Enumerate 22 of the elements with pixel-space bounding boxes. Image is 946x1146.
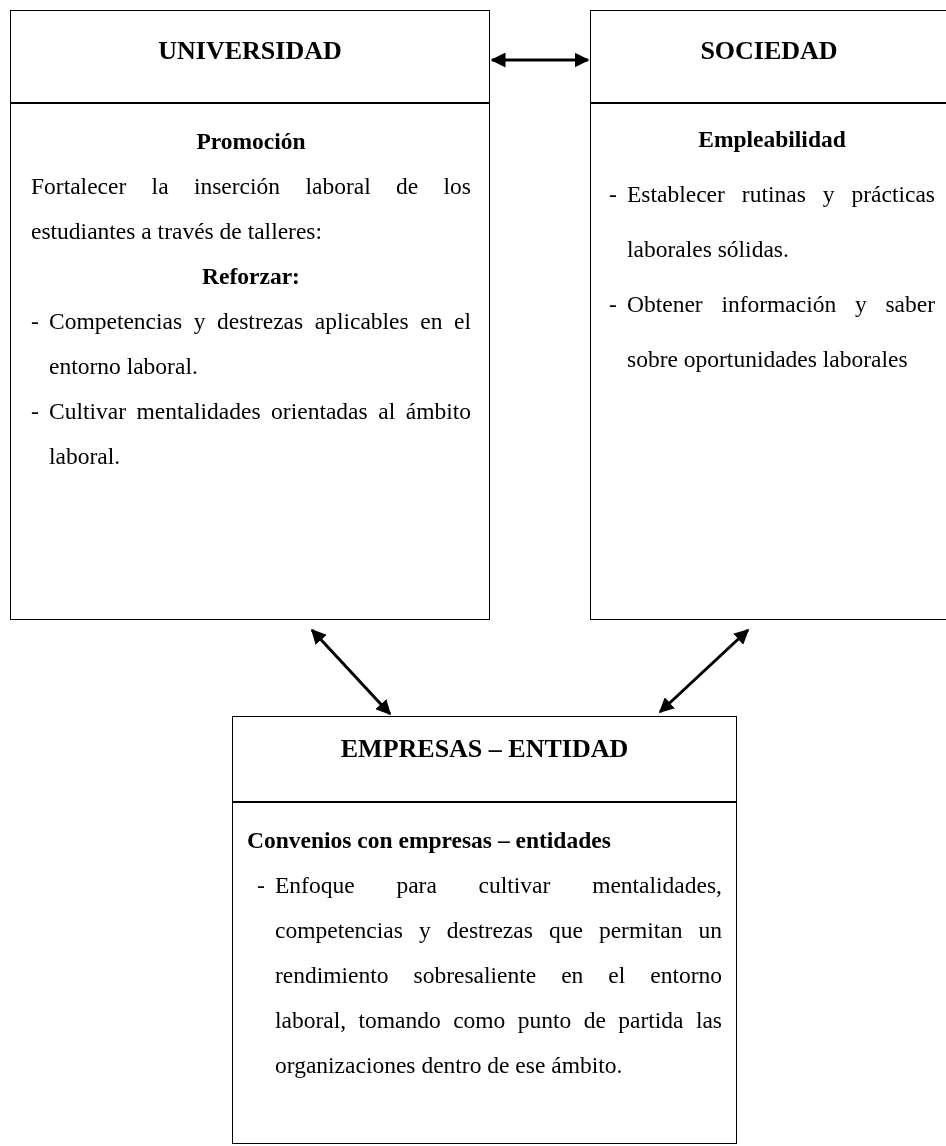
double-arrow bbox=[658, 628, 750, 714]
box-title: EMPRESAS – ENTIDAD bbox=[339, 733, 630, 765]
section-heading: Promoción bbox=[195, 127, 307, 156]
box-title: SOCIEDAD bbox=[699, 35, 839, 67]
bullet-item: - Competencias y destrezas aplicables en el entorno laboral. bbox=[31, 307, 471, 381]
section-heading: Reforzar: bbox=[201, 262, 301, 291]
header-box bbox=[10, 10, 490, 103]
content-box bbox=[232, 802, 737, 1144]
section-heading: Empleabilidad bbox=[697, 125, 847, 154]
header-box bbox=[232, 716, 737, 802]
bullet-item: - Cultivar mentalidades orientadas al ámbito laboral. bbox=[31, 397, 471, 471]
paragraph-text: Fortalecer la inserción laboral de los estudiantes a través de talleres: bbox=[31, 172, 471, 246]
bullet-item: - Obtener información y saber sobre oportunidades laborales bbox=[609, 290, 935, 374]
double-arrow bbox=[490, 52, 590, 68]
bullet-item: - Enfoque para cultivar mentalidades, competencias y destrezas que permitan un rendimiento sobresaliente en el entorno laboral, tomando como punto de partida las organizaciones dentro de ese ámbito. bbox=[257, 871, 722, 1080]
content-box bbox=[590, 103, 946, 620]
header-box bbox=[590, 10, 946, 103]
double-arrow bbox=[310, 628, 392, 716]
bullet-item: - Establecer rutinas y prácticas laborales sólidas. bbox=[609, 180, 935, 264]
section-heading: Convenios con empresas – entidades bbox=[247, 826, 612, 855]
box-title: UNIVERSIDAD bbox=[157, 35, 343, 67]
content-box bbox=[10, 103, 490, 620]
